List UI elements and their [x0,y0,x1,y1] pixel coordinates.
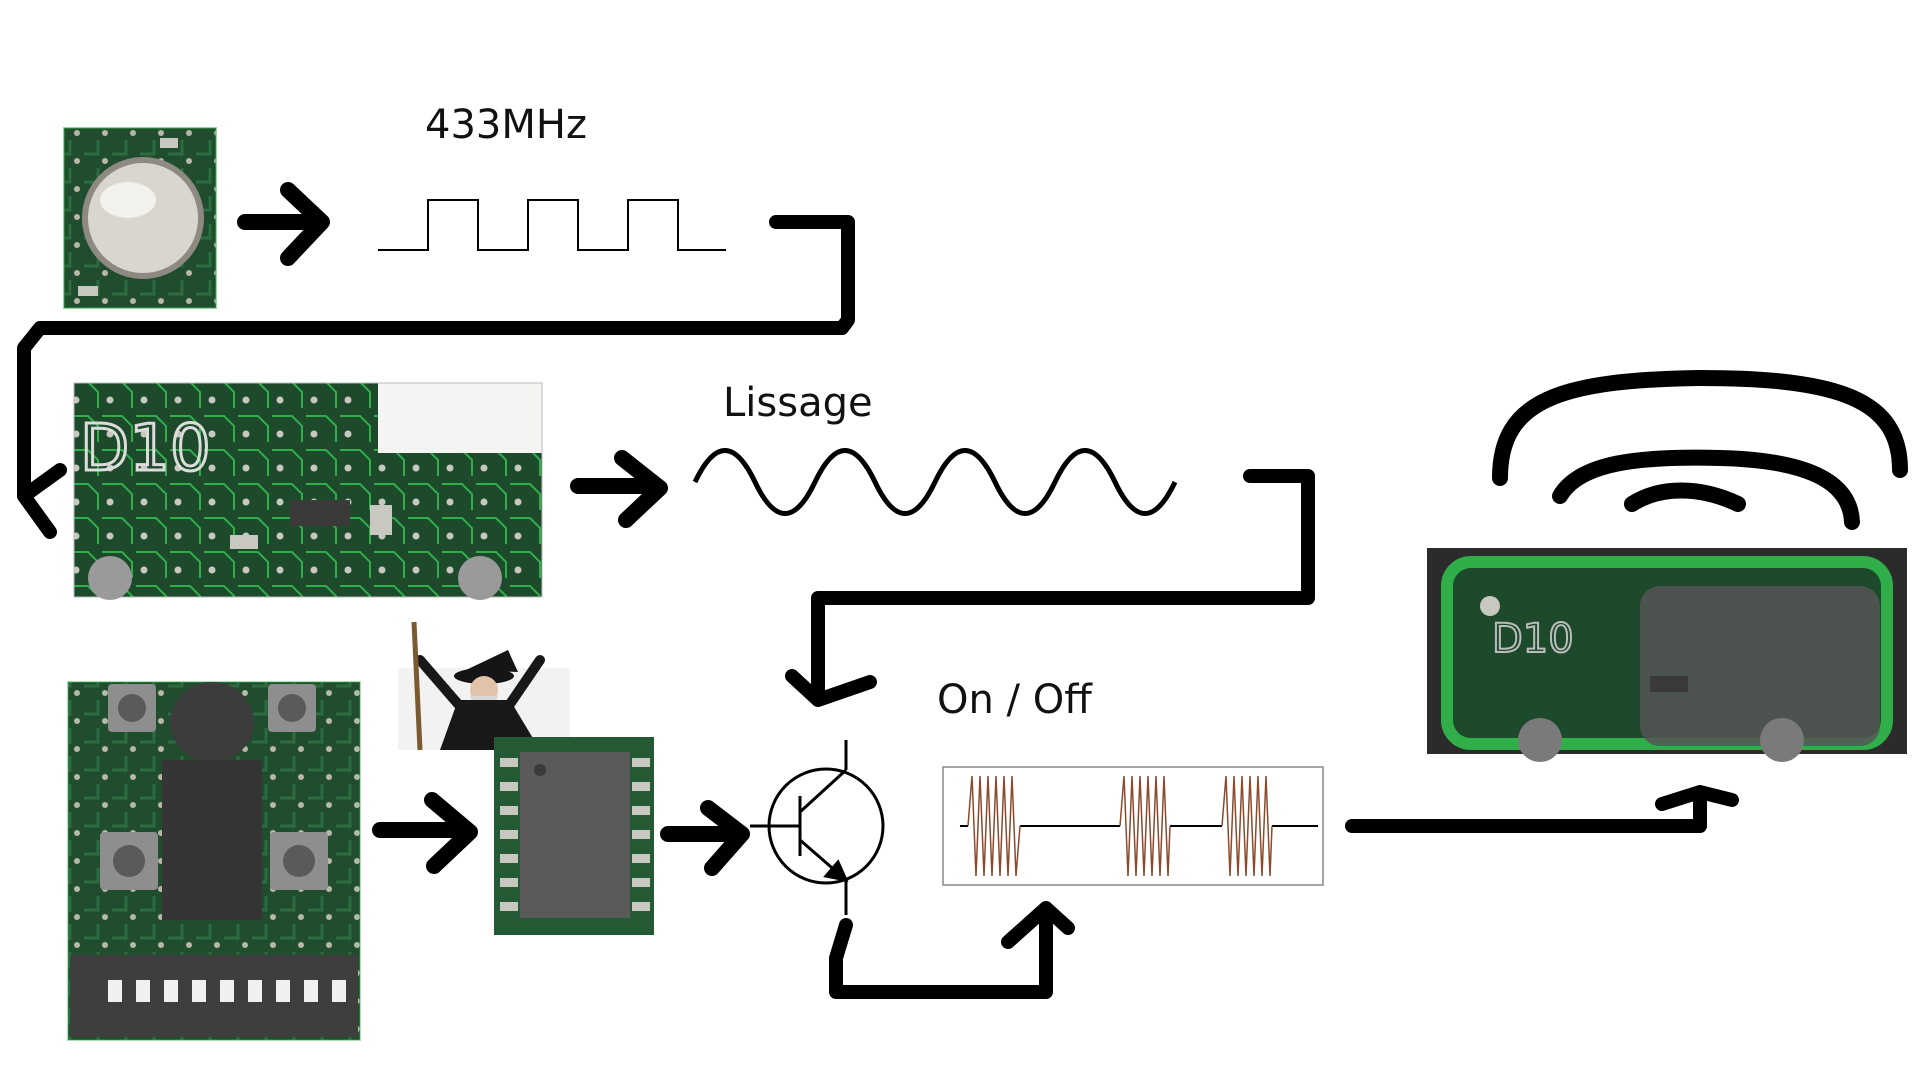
wizard-photo-icon [398,621,570,751]
smoothing-label: Lissage [723,380,873,426]
connector-transistor-out-icon [829,901,1075,999]
ook-waveform-icon [942,766,1324,886]
smooth-wave-icon [692,448,1178,516]
remote-board-d10-photo-icon: D10 [73,382,543,600]
remote-control-photo-icon: D10 [1427,548,1907,762]
arrow-3-icon [372,792,478,874]
square-wave-icon [378,199,726,251]
svg-text:D10: D10 [80,412,211,486]
arrow-2-icon [570,450,668,528]
npn-transistor-symbol-icon [750,740,885,915]
frequency-label: 433MHz [425,102,587,148]
arrow-4-icon [660,800,750,876]
arrow-1-icon [237,182,330,266]
radio-waves-icon [1492,369,1908,530]
svg-text:D10: D10 [1492,616,1574,662]
remote-keypad-board-photo-icon [67,681,361,1041]
connector-top-icon [17,215,855,539]
encoder-chip-photo-icon [494,737,654,935]
rf-oscillator-can-photo-icon [63,127,217,309]
connector-middle-icon [785,469,1315,707]
on-off-label: On / Off [937,677,1092,723]
connector-to-remote-icon [1345,785,1739,833]
